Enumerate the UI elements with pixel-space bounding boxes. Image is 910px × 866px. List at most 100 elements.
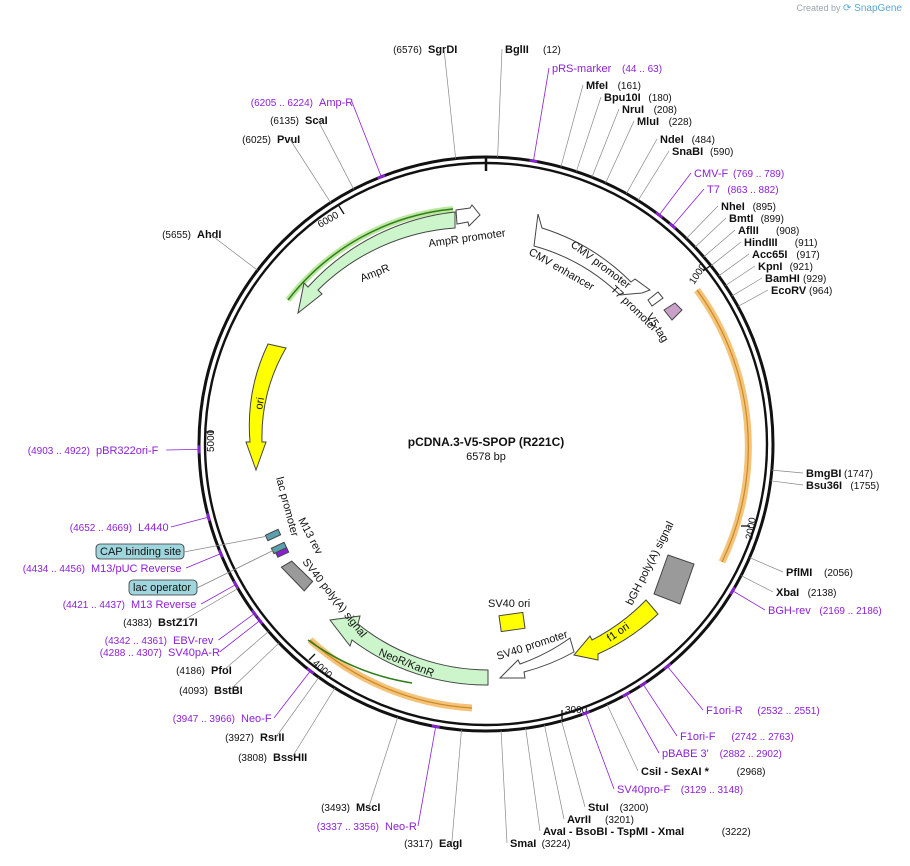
- tick-mark-6000: [339, 206, 344, 214]
- site-name: EagI: [439, 838, 462, 850]
- site-position: (1755): [850, 481, 879, 492]
- site-position: (3201): [605, 815, 634, 826]
- primer-callout-line: [352, 102, 381, 177]
- site-name: Bpu10I: [604, 92, 641, 104]
- primer-name: L4440: [138, 522, 169, 534]
- site-callout-line: [626, 139, 657, 194]
- site-callout-line: [725, 266, 755, 286]
- site-name: PflMI: [786, 567, 812, 579]
- site-scai: ScaI(6135): [270, 115, 354, 189]
- site-callout-line: [452, 730, 462, 843]
- primer-mark: [529, 160, 537, 161]
- primer-bgh-rev: BGH-rev(2169 .. 2186): [731, 587, 882, 617]
- primer-callout-line: [672, 189, 704, 226]
- primer-name: Neo-R: [385, 821, 417, 833]
- site-name: MluI: [637, 116, 659, 128]
- site-name: AvaI - BsoBI - TspMI - XmaI: [543, 826, 684, 838]
- snapgene-logo: ⟳ SnapGene: [843, 3, 902, 14]
- site-callout-line: [741, 576, 773, 592]
- primer-callout-line: [274, 671, 310, 718]
- site-name: Acc65I: [752, 249, 787, 261]
- site-callout-line: [561, 85, 583, 167]
- site-position: (917): [796, 250, 819, 261]
- site-position: (590): [710, 147, 733, 158]
- site-callout-line: [607, 704, 638, 771]
- primer-f1ori-r: F1ori-R(2532 .. 2551): [664, 664, 819, 717]
- site-position: (5655): [162, 230, 191, 241]
- primer-range: (2169 .. 2186): [819, 606, 881, 617]
- primer-mark: [234, 581, 238, 588]
- site-name: AflII: [738, 225, 759, 237]
- primer-callout-line: [659, 173, 691, 215]
- site-bglii: BglII(12): [498, 44, 561, 157]
- site-callout-line: [501, 731, 507, 843]
- primer-name: Amp-R: [319, 97, 353, 109]
- feature-sv40-ori: [499, 612, 525, 631]
- site-callout-line: [369, 717, 398, 807]
- site-name: MscI: [356, 802, 380, 814]
- primer-pbabe-3-: pBABE 3'(2882 .. 2902): [623, 692, 782, 760]
- site-position: (3493): [321, 803, 350, 814]
- snapgene-brand: Created by ⟳ SnapGene: [796, 3, 902, 14]
- site-callout-line: [704, 230, 735, 257]
- primer-range: (4421 .. 4437): [63, 600, 125, 611]
- site-position: (12): [543, 45, 561, 56]
- site-name: StuI: [588, 802, 609, 814]
- primer-callout-line: [643, 684, 677, 736]
- site-name: AvrII: [567, 814, 591, 826]
- site-callout-line: [772, 470, 803, 473]
- primer-range: (863 .. 882): [727, 185, 778, 196]
- site-name: BmgBI: [806, 468, 841, 480]
- site-callout-line: [290, 139, 331, 203]
- tick-1000: 1000: [687, 262, 709, 287]
- site-callout-line: [695, 218, 726, 247]
- site-position: (4186): [176, 666, 205, 677]
- site-position: (2056): [824, 568, 853, 579]
- site-position: (3224): [542, 839, 571, 850]
- site-position: (208): [654, 105, 677, 116]
- primer-range: (3947 .. 3966): [173, 714, 235, 725]
- site-name: NruI: [622, 104, 644, 116]
- map-title: pCDNA.3-V5-SPOP (R221C): [408, 435, 564, 449]
- feature-t7-promoter: [648, 292, 663, 306]
- site-pvui: PvuI(6025): [242, 134, 331, 203]
- site-bsu36i: Bsu36I (1755): [771, 480, 880, 492]
- site-name: SmaI: [510, 838, 536, 850]
- label-sv40-ori: SV40 ori: [488, 598, 530, 610]
- site-ahdi: AhdI (5655): [162, 229, 257, 270]
- site-name: EcoRV: [771, 285, 807, 297]
- site-callout-line: [711, 242, 741, 266]
- site-name: AhdI: [197, 229, 221, 241]
- site-position: (3808): [238, 753, 267, 764]
- site-position: (1747): [844, 469, 873, 480]
- primer-name: F1ori-R: [706, 705, 743, 717]
- site-position: (3200): [620, 803, 649, 814]
- site-ecorv: EcoRV(964): [738, 285, 832, 306]
- primer-name: CMV-F: [694, 168, 729, 180]
- primer-mark: [623, 692, 630, 696]
- lac-operator-label: lac operator: [133, 582, 191, 594]
- site-name: Bsu36I: [806, 480, 842, 492]
- primer-range: (3337 .. 3356): [317, 822, 379, 833]
- site-name: BamHI: [765, 273, 800, 285]
- site-name: KpnI: [758, 261, 782, 273]
- primer-range: (44 .. 63): [622, 64, 662, 75]
- primer-name: F1ori-F: [680, 731, 716, 743]
- site-name: CsiI - SexAI *: [641, 766, 710, 778]
- orf-arc-spop: [697, 290, 748, 562]
- site-callout-line: [771, 481, 803, 485]
- site-callout-line: [210, 234, 258, 270]
- site-callout-line: [606, 121, 634, 183]
- feature-ori: [246, 344, 286, 470]
- site-name: BstZ17I: [158, 617, 198, 629]
- site-callout-line: [750, 558, 783, 572]
- site-name: PfoI: [211, 665, 232, 677]
- site-callout-line: [292, 688, 335, 757]
- primer-callout-line: [586, 713, 614, 789]
- site-callout-line: [318, 120, 354, 189]
- primer-mark: [432, 726, 440, 727]
- primer-mark: [731, 587, 735, 594]
- site-name: BmtI: [729, 213, 753, 225]
- primer-mark: [219, 550, 222, 557]
- site-msci: MscI (3493): [321, 717, 398, 814]
